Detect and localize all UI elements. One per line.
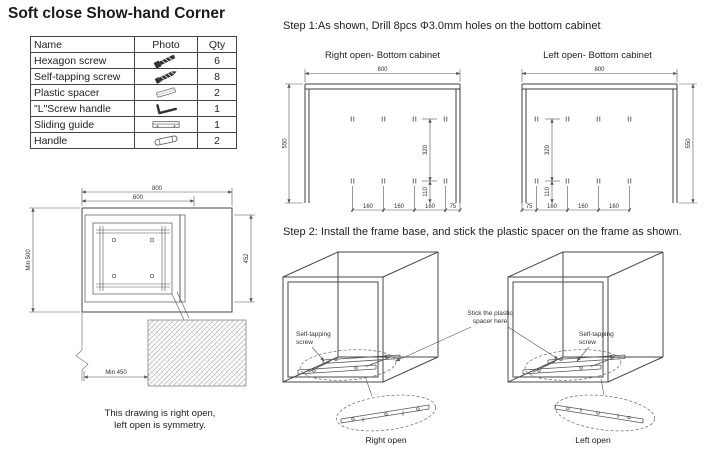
svg-text:75: 75 bbox=[526, 204, 533, 210]
plan-note: This drawing is right open, left open is… bbox=[75, 408, 245, 433]
col-header-qty: Qty bbox=[197, 36, 237, 53]
part-photo-cell bbox=[134, 84, 198, 101]
part-name: Plastic spacer bbox=[30, 84, 135, 101]
svg-text:160: 160 bbox=[547, 204, 558, 210]
drill-holes bbox=[350, 116, 448, 184]
svg-text:spacer here: spacer here bbox=[473, 318, 508, 325]
hatched-adjacent-cabinet-area bbox=[147, 319, 247, 387]
table-header-row: Name Photo Qty bbox=[30, 36, 237, 53]
hexagon-screw-icon bbox=[153, 54, 176, 68]
step1-right-open-diagram: 800 550 320 110 160 160 160 75 bbox=[283, 67, 462, 212]
svg-text:160: 160 bbox=[363, 204, 374, 210]
step2-diagram: Self-tapping screw Right open Self-tappi… bbox=[282, 251, 664, 445]
step1-left-caption: Left open- Bottom cabinet bbox=[543, 50, 652, 61]
part-photo-cell bbox=[134, 100, 198, 117]
svg-text:110: 110 bbox=[423, 187, 429, 197]
table-row: Plastic spacer 2 bbox=[30, 84, 237, 101]
part-name: Hexagon screw bbox=[30, 52, 135, 69]
cabinet-outline bbox=[304, 83, 461, 203]
part-photo-cell bbox=[134, 68, 198, 85]
dimension-lines: 800 550 320 110 160 160 160 75 bbox=[283, 67, 462, 212]
svg-text:550: 550 bbox=[283, 138, 289, 149]
svg-text:screw: screw bbox=[579, 339, 596, 346]
cabinet-outline bbox=[521, 83, 678, 203]
l-screw-handle-icon bbox=[156, 104, 177, 115]
page-title: Soft close Show-hand Corner bbox=[8, 5, 226, 22]
col-header-name: Name bbox=[30, 36, 135, 53]
part-qty: 6 bbox=[197, 52, 237, 69]
table-row: Handle 2 bbox=[30, 132, 237, 149]
step1-left-open-diagram: 800 550 320 110 75 160 160 160 bbox=[520, 67, 697, 212]
part-photo-cell bbox=[134, 116, 198, 133]
svg-text:320: 320 bbox=[545, 144, 551, 155]
drill-holes bbox=[534, 116, 632, 184]
svg-text:800: 800 bbox=[594, 67, 605, 73]
svg-text:75: 75 bbox=[449, 204, 456, 210]
col-header-photo: Photo bbox=[134, 36, 198, 53]
svg-text:160: 160 bbox=[578, 204, 589, 210]
step1-right-caption: Right open- Bottom cabinet bbox=[324, 50, 441, 61]
plan-dimensions: 800 600 Min 500 452 Min 450 bbox=[26, 186, 255, 381]
part-qty: 8 bbox=[197, 68, 237, 85]
svg-text:160: 160 bbox=[609, 204, 620, 210]
table-row: Self-tapping screw 8 bbox=[30, 68, 237, 85]
part-name: Self-tapping screw bbox=[30, 68, 135, 85]
dim-600-label: 600 bbox=[133, 195, 144, 201]
part-qty: 2 bbox=[197, 132, 237, 149]
part-name: "L"Screw handle bbox=[30, 100, 135, 117]
left-open-label: Left open bbox=[575, 435, 611, 445]
svg-text:Stick the plastic: Stick the plastic bbox=[467, 310, 513, 317]
handle-icon bbox=[154, 135, 178, 146]
part-qty: 1 bbox=[197, 100, 237, 117]
table-row: Sliding guide 1 bbox=[30, 116, 237, 133]
dim-452-label: 452 bbox=[244, 253, 250, 264]
svg-text:screw: screw bbox=[296, 339, 313, 346]
step2-right-open-cabinet: Self-tapping screw Right open bbox=[282, 251, 439, 445]
plan-view-drawing: 800 600 Min 500 452 Min 450 bbox=[26, 186, 255, 387]
svg-text:800: 800 bbox=[377, 67, 388, 73]
self-tapping-screw-callout: Self-tapping bbox=[296, 331, 331, 338]
right-open-label: Right open bbox=[365, 435, 406, 445]
svg-text:320: 320 bbox=[423, 144, 429, 155]
sliding-guide-icon bbox=[152, 121, 180, 128]
plan-cabinet-body bbox=[75, 207, 233, 381]
dim-min450-label: Min 450 bbox=[105, 370, 127, 376]
part-qty: 2 bbox=[197, 84, 237, 101]
spacer-callout: Stick the plastic spacer here bbox=[395, 310, 559, 362]
parts-table: Name Photo Qty Hexagon screw 6 Self-tapp… bbox=[30, 36, 237, 149]
part-name: Handle bbox=[30, 132, 135, 149]
svg-text:550: 550 bbox=[686, 138, 692, 149]
plan-note-line2: left open is symmetry. bbox=[114, 420, 206, 432]
plan-note-line1: This drawing is right open, bbox=[104, 408, 216, 419]
step1-heading: Step 1:As shown, Drill 8pcs Φ3.0mm holes… bbox=[283, 20, 601, 32]
part-name: Sliding guide bbox=[30, 116, 135, 133]
part-photo-cell bbox=[134, 132, 198, 149]
svg-text:110: 110 bbox=[545, 187, 551, 197]
table-row: Hexagon screw 6 bbox=[30, 52, 237, 69]
svg-text:160: 160 bbox=[394, 204, 405, 210]
dim-min500-label: Min 500 bbox=[26, 249, 32, 271]
svg-text:160: 160 bbox=[425, 204, 436, 210]
part-photo-cell bbox=[134, 52, 198, 69]
step2-left-open-cabinet: Self-tapping screw Left open bbox=[507, 251, 664, 445]
dim-800-label: 800 bbox=[152, 186, 163, 192]
step2-heading: Step 2: Install the frame base, and stic… bbox=[283, 226, 682, 238]
self-tapping-screw-icon bbox=[154, 71, 177, 84]
self-tapping-screw-callout: Self-tapping bbox=[579, 331, 614, 338]
plastic-spacer-icon bbox=[156, 87, 176, 98]
part-qty: 1 bbox=[197, 116, 237, 133]
dimension-lines: 800 550 320 110 75 160 160 160 bbox=[520, 67, 697, 212]
table-row: "L"Screw handle 1 bbox=[30, 100, 237, 117]
